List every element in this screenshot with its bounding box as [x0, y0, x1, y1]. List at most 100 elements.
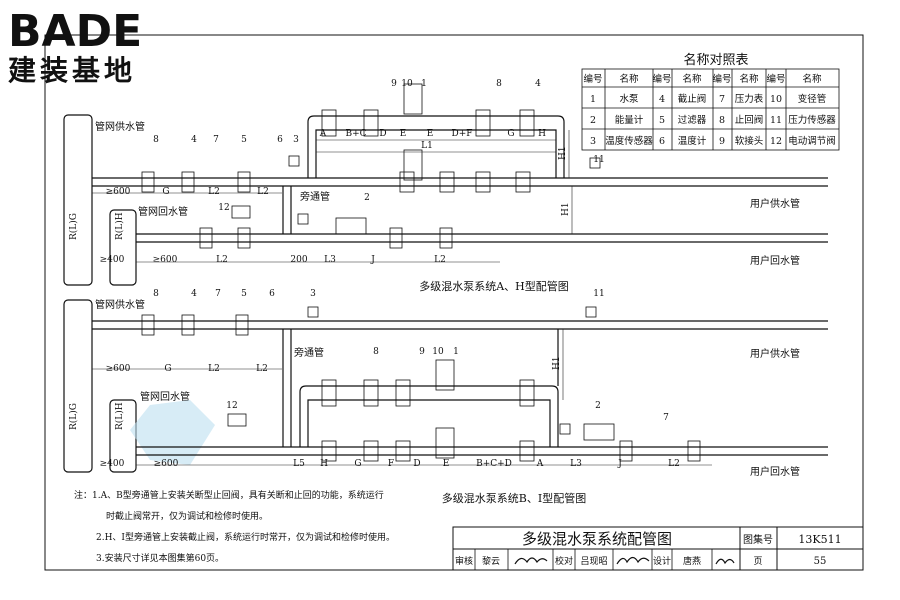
page-value: 55 [814, 556, 827, 567]
dim-h1: H1 [558, 146, 568, 160]
legend-cell: 水泵 [619, 93, 639, 105]
diagram-b: 管网供水管 管网回水管 R(L)G R(L)H 旁通管 [63, 289, 828, 505]
item-number: 3 [293, 135, 299, 145]
dim-label: L2 [256, 364, 268, 374]
logo-bottom-text: 建装基地 [8, 54, 136, 87]
legend-cell: 1 [590, 94, 596, 105]
dim-label: J [617, 459, 622, 469]
legend-cell: 4 [659, 94, 665, 105]
item-number: 6 [277, 135, 283, 145]
dim-label: B+C+D [476, 459, 512, 469]
dim-top: D+F [451, 129, 472, 139]
item-number: 2 [595, 401, 601, 411]
dim-top: E [400, 129, 407, 139]
item-number: 8 [373, 347, 379, 357]
right-riser-label: R(L)H [114, 212, 125, 240]
legend-header-3: 编号 [652, 73, 671, 85]
dim-label: D [413, 459, 420, 469]
dim-label: ≥600 [106, 187, 131, 197]
item-number: 4 [535, 79, 541, 89]
legend-cell: 10 [770, 94, 782, 105]
item-number: 4 [191, 289, 197, 299]
return-main-label: 管网回水管 [140, 390, 190, 403]
diagram-b-title: 多级混水泵系统B、I型配管图 [442, 491, 586, 505]
item-number: 7 [663, 413, 669, 423]
dim-label: ≥600 [154, 459, 179, 469]
note-line: 注：1.A、B型旁通管上安装关断型止回阀，具有关断和止回的功能，系统运行 [74, 489, 384, 501]
legend-cell: 变径管 [798, 93, 827, 105]
dim-top: G [507, 129, 514, 139]
item-number: 9 [419, 347, 425, 357]
dim-label: ≥600 [153, 255, 178, 265]
note-line: 时截止阀常开，仅为调试和检修时使用。 [106, 510, 268, 522]
legend-cell: 6 [659, 136, 665, 147]
item-number: 11 [593, 289, 604, 299]
dim-label: L5 [293, 459, 305, 469]
item-number: 1 [453, 347, 459, 357]
dim-label: J [370, 255, 375, 265]
item-number: 8 [153, 289, 159, 299]
legend-cell: 12 [770, 136, 782, 147]
dim-label: F [388, 459, 394, 469]
return-main-label: 管网回水管 [138, 205, 188, 218]
note-line: 2.H、I型旁通管上安装截止阀，系统运行时常开，仅为调试和检修时使用。 [96, 531, 395, 543]
dim-label: G [164, 364, 171, 374]
atlas-label: 图集号 [743, 533, 773, 546]
item-number: 7 [213, 135, 219, 145]
watermark-shape [130, 400, 215, 465]
supply-main-pipe [63, 114, 93, 286]
return-main-pipe [109, 209, 137, 286]
review-signature [514, 557, 548, 565]
right-riser-label: R(L)H [114, 402, 125, 430]
dim-top: H [538, 129, 546, 139]
review-label: 审核 [455, 555, 473, 567]
legend-cell: 5 [659, 115, 665, 126]
dim-label: L2 [668, 459, 680, 469]
user-return-label: 用户回水管 [750, 465, 800, 478]
dim-top: D [379, 129, 386, 139]
legend-cell: 9 [719, 136, 725, 147]
item-number: 8 [496, 79, 502, 89]
left-riser-label: R(L)G [68, 403, 79, 430]
dim-label: ≥600 [106, 364, 131, 374]
dim-label: L2 [434, 255, 446, 265]
legend-header-1: 编号 [583, 73, 602, 85]
user-return-label: 用户回水管 [750, 254, 800, 267]
item-number: 6 [269, 289, 275, 299]
user-supply-label: 用户供水管 [750, 197, 800, 210]
legend-header-5: 编号 [712, 73, 731, 85]
notes: 注：1.A、B型旁通管上安装关断型止回阀，具有关断和止回的功能，系统运行 时截止… [74, 489, 395, 564]
dim-label: E [443, 459, 450, 469]
legend-cell: 8 [719, 115, 725, 126]
item-number: 10 [401, 79, 413, 89]
logo-top-text: BADE [8, 6, 142, 57]
dim-h1: H1 [552, 356, 562, 370]
dim-top: A [319, 129, 327, 139]
dim-label: A [536, 459, 544, 469]
atlas-value: 13K511 [798, 533, 841, 546]
item-number: 8 [153, 135, 159, 145]
dim-label: L2 [257, 187, 269, 197]
item-number: 7 [215, 289, 221, 299]
dim-l1: L1 [421, 141, 433, 151]
legend-cell: 电动调节阀 [788, 135, 836, 147]
legend-cell: 截止阀 [678, 93, 707, 105]
legend-cell: 能量计 [615, 114, 644, 126]
item-number: 5 [241, 289, 247, 299]
left-riser-label: R(L)G [68, 213, 79, 240]
item-number: 11 [593, 155, 604, 165]
item-number: 12 [226, 401, 237, 411]
dim-label: G [354, 459, 361, 469]
diagram-a: 管网供水管 管网回水管 R(L)G R(L)H 旁通管 [63, 79, 828, 293]
legend-title: 名称对照表 [683, 52, 748, 68]
legend-cell: 压力表 [735, 93, 764, 105]
dim-label: 200 [290, 255, 307, 265]
legend-cell: 温度传感器 [605, 135, 653, 147]
legend-cell: 温度计 [678, 135, 707, 147]
dim-label: L2 [208, 187, 220, 197]
design-label: 设计 [653, 555, 671, 567]
dim-top: B+C [345, 129, 366, 139]
supply-main-pipe [63, 299, 93, 473]
legend-table: 名称对照表 编号 名称 编号 名称 编号 名称 编号 名称 1 水泵 4 截止阀… [581, 52, 840, 151]
